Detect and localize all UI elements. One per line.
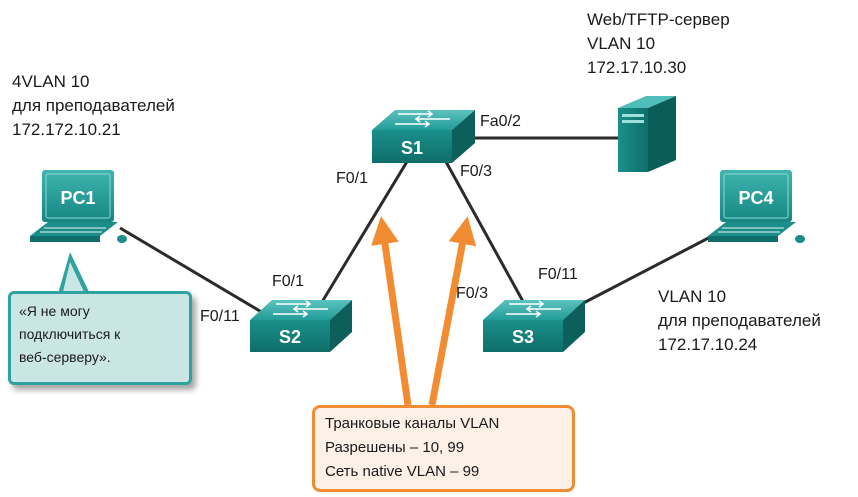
port-s3-f011: F0/11 — [538, 266, 578, 283]
switch-s3[interactable]: S3 — [483, 300, 585, 352]
pc4-computer[interactable]: PC4 — [708, 170, 805, 243]
mouse-icon — [795, 235, 805, 243]
pc1-role: для преподавателей — [12, 96, 175, 115]
pc1-computer[interactable]: PC1 — [30, 170, 127, 243]
callout-line-2: подключиться к — [19, 326, 121, 342]
switch-arrows-icon — [273, 300, 328, 318]
pc4-info: VLAN 10 для преподавателей 172.17.10.24 — [658, 285, 821, 357]
link-s1-s3 — [443, 159, 527, 306]
link-s1-s2 — [320, 159, 410, 303]
links — [119, 136, 721, 322]
pc4-role: для преподавателей — [658, 311, 821, 330]
port-s1-f03: F0/3 — [460, 163, 493, 180]
callout-tail-inner — [62, 262, 86, 296]
switch-s1-label: S1 — [401, 138, 423, 158]
trunk-line-1: Транковые каналы VLAN — [325, 415, 500, 432]
callout-line-1: «Я не могу — [19, 303, 90, 319]
server-drive-icon — [622, 114, 644, 123]
trunk-line-3: Сеть native VLAN – 99 — [325, 463, 480, 480]
pc1-ip: 172.172.10.21 — [12, 120, 121, 139]
switch-s2[interactable]: S2 — [250, 300, 352, 352]
pc1-vlan: 4VLAN 10 — [12, 72, 90, 91]
switch-s3-label: S3 — [512, 327, 534, 347]
pc4-label: PC4 — [738, 188, 773, 208]
server-name: Web/TFTP-сервер — [587, 10, 730, 29]
switch-arrows-icon — [395, 110, 450, 128]
server-vlan: VLAN 10 — [587, 34, 656, 53]
port-s1-f01: F0/1 — [336, 170, 369, 187]
trunk-arrow-s1-s3 — [428, 216, 477, 406]
port-s1-fa02: Fa0/2 — [480, 113, 521, 130]
switch-arrows-icon — [506, 300, 561, 318]
port-s2-f01: F0/1 — [272, 273, 305, 290]
trunk-line-2: Разрешены – 10, 99 — [325, 439, 465, 456]
pc1-info: 4VLAN 10 для преподавателей 172.172.10.2… — [12, 70, 175, 142]
pc1-label: PC1 — [60, 188, 95, 208]
switch-s2-label: S2 — [279, 327, 301, 347]
keyboard-icon — [718, 227, 784, 233]
pc4-ip: 172.17.10.24 — [658, 335, 758, 354]
web-tftp-server[interactable] — [618, 96, 676, 172]
server-info: Web/TFTP-сервер VLAN 10 172.17.10.30 — [587, 8, 730, 80]
trunk-arrows — [371, 216, 477, 406]
user-complaint-callout: «Я не могу подключиться к веб-серверу». — [8, 291, 192, 385]
port-s2-f011: F0/11 — [200, 308, 240, 325]
link-s3-pc4 — [569, 230, 721, 312]
port-s3-f03: F0/3 — [456, 285, 489, 302]
pc4-vlan: VLAN 10 — [658, 287, 727, 306]
switch-s1[interactable]: S1 — [372, 110, 475, 163]
server-ip: 172.17.10.30 — [587, 58, 687, 77]
trunk-arrow-s1-s2 — [371, 216, 412, 406]
callout-line-3: веб-серверу». — [19, 349, 111, 365]
link-pc1-s2 — [119, 226, 276, 322]
keyboard-icon — [40, 227, 106, 233]
mouse-icon — [117, 235, 127, 243]
trunk-info-box: Транковые каналы VLAN Разрешены – 10, 99… — [312, 405, 575, 492]
